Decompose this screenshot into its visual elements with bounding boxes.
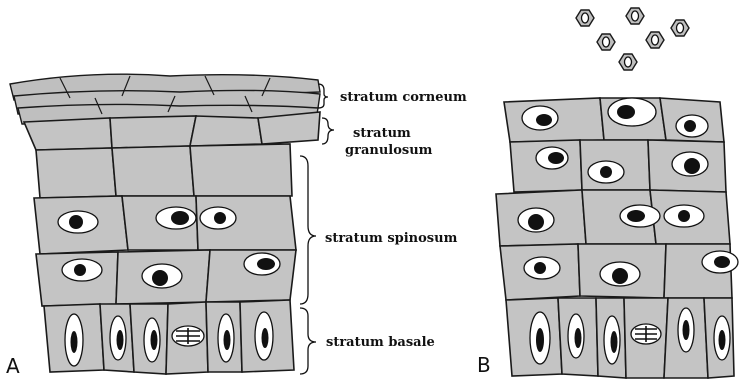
label-stratum-spinosum: stratum spinosum bbox=[325, 231, 458, 246]
panel-label-b: B bbox=[477, 353, 491, 377]
label-stratum-granulosum-line2: granulosum bbox=[345, 143, 433, 158]
label-stratum-basale: stratum basale bbox=[326, 335, 435, 350]
panel-b-illustration bbox=[496, 8, 738, 378]
panel-a-spinosum-upper-cells bbox=[36, 144, 292, 198]
panel-label-a: A bbox=[6, 354, 20, 378]
label-stratum-corneum: stratum corneum bbox=[340, 90, 467, 105]
mitotic-figure bbox=[635, 326, 657, 342]
panel-b-shed-squames bbox=[576, 8, 689, 70]
mitotic-figure bbox=[176, 328, 200, 344]
panel-b-spinosum-cells bbox=[496, 190, 738, 300]
panel-b-basale-cells bbox=[506, 298, 734, 378]
label-stratum-granulosum-line1: stratum bbox=[353, 126, 411, 141]
panel-a-spinosum-cells bbox=[34, 196, 296, 306]
panel-a-illustration bbox=[10, 74, 320, 374]
panel-b-upper-cells bbox=[504, 98, 726, 192]
panel-a-basale-cells bbox=[44, 300, 294, 374]
